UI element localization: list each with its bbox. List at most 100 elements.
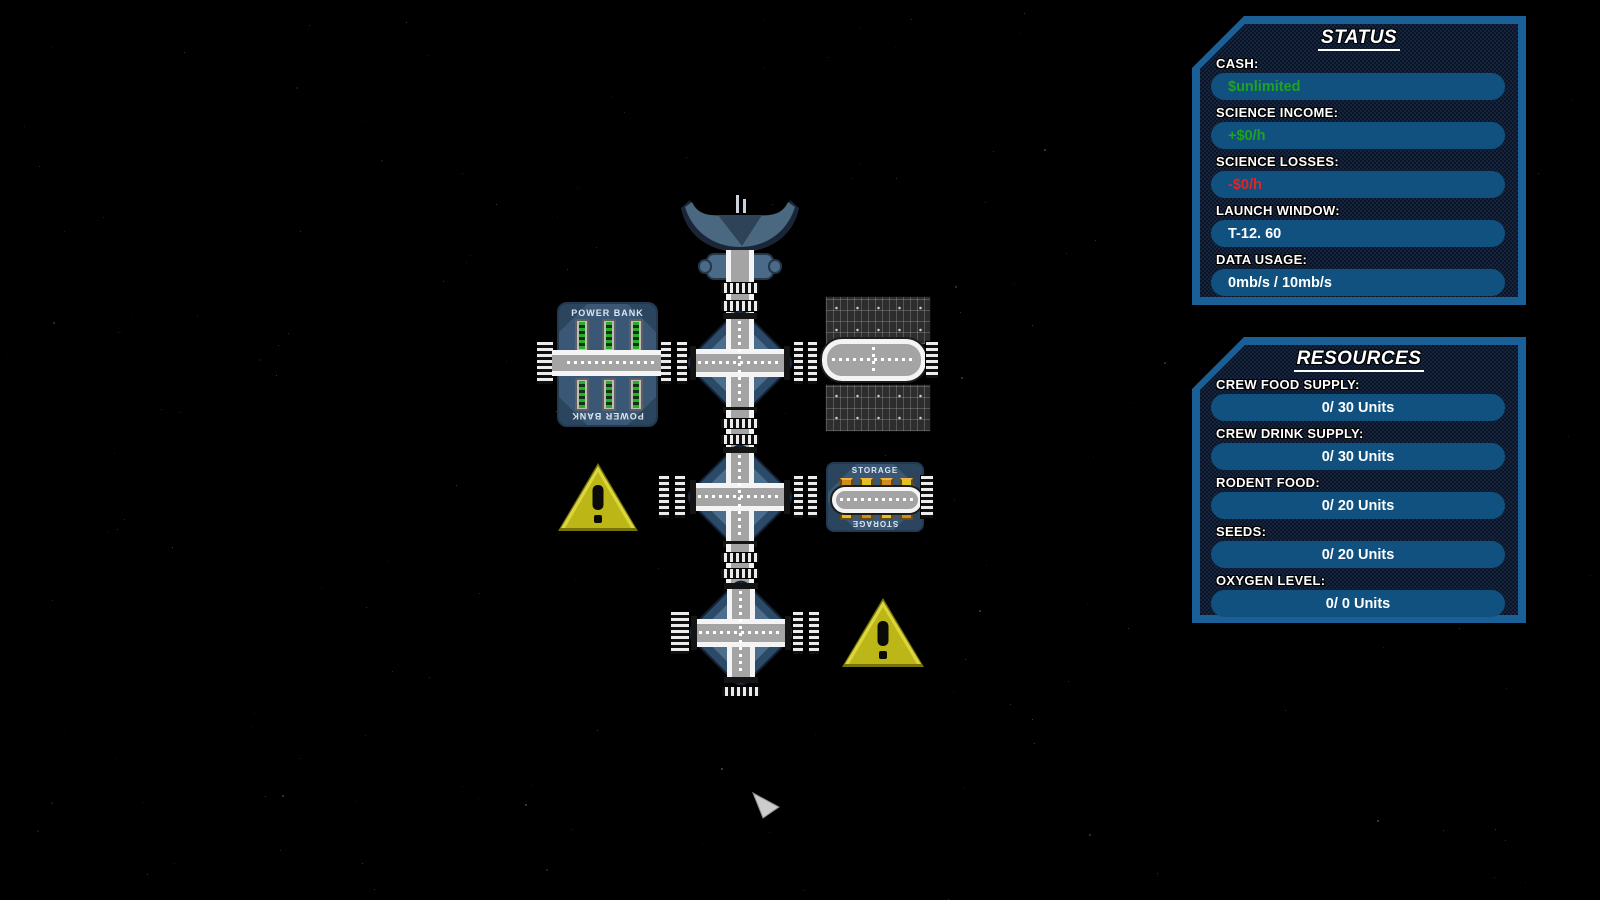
corridor-centerline xyxy=(567,361,655,364)
resource-value-0: 0/ 30 Units xyxy=(1211,394,1505,421)
field-label: SEEDS: xyxy=(1216,524,1267,539)
docking-connector xyxy=(660,341,672,385)
docking-connector xyxy=(658,475,670,519)
docking-connector xyxy=(720,282,760,294)
docking-connector xyxy=(793,475,804,519)
status-field-data-usage: DATA USAGE: 0mb/s / 10mb/s xyxy=(1200,252,1518,296)
solar-panel-bottom xyxy=(825,384,931,432)
docking-connector xyxy=(720,552,760,563)
docking-connector xyxy=(720,434,760,445)
field-label: DATA USAGE: xyxy=(1216,252,1308,267)
docking-connector xyxy=(792,611,804,655)
storage-label: STORAGE xyxy=(851,466,899,475)
docking-connector xyxy=(676,341,688,385)
docking-cap xyxy=(724,583,758,589)
field-label: CASH: xyxy=(1216,56,1259,71)
status-panel: STATUS CASH: $unlimited SCIENCE INCOME: … xyxy=(1192,16,1526,305)
docking-connector xyxy=(807,475,818,519)
storage-label-mirrored: STORAGE xyxy=(851,519,899,528)
junction-module-2[interactable] xyxy=(686,443,794,551)
docking-cap xyxy=(690,480,696,514)
docking-connector xyxy=(674,475,686,519)
docking-connector xyxy=(807,341,818,385)
solar-panel-top xyxy=(825,296,931,345)
storage-module[interactable]: STORAGE STORAGE xyxy=(826,462,924,532)
junction-module-3[interactable] xyxy=(687,579,795,687)
docking-cap xyxy=(785,616,791,650)
status-field-science-income: SCIENCE INCOME: +$0/h xyxy=(1200,105,1518,149)
docking-connector xyxy=(920,475,934,519)
battery-cell xyxy=(575,378,589,411)
resources-panel-title: RESOURCES xyxy=(1200,348,1518,372)
docking-cap xyxy=(724,677,758,683)
docking-connector xyxy=(670,611,690,655)
field-label: CREW DRINK SUPPLY: xyxy=(1216,426,1364,441)
resource-field-oxygen: OXYGEN LEVEL: 0/ 0 Units xyxy=(1200,573,1518,617)
docking-connector xyxy=(793,341,804,385)
field-label: SCIENCE INCOME: xyxy=(1216,105,1339,120)
field-label: CREW FOOD SUPPLY: xyxy=(1216,377,1360,392)
resource-value-1: 0/ 30 Units xyxy=(1211,443,1505,470)
docking-connector xyxy=(720,568,760,579)
status-value-1: +$0/h xyxy=(1211,122,1505,149)
mouse-cursor xyxy=(752,791,782,820)
panel-background xyxy=(1200,345,1518,615)
docking-cap xyxy=(784,346,790,380)
status-field-science-losses: SCIENCE LOSSES: -$0/h xyxy=(1200,154,1518,198)
warning-icon[interactable] xyxy=(558,463,638,531)
field-label: OXYGEN LEVEL: xyxy=(1216,573,1326,588)
docking-connector xyxy=(808,611,820,655)
status-value-4: 0mb/s / 10mb/s xyxy=(1211,269,1505,296)
corridor-centerline xyxy=(698,495,782,498)
resource-value-4: 0/ 0 Units xyxy=(1211,590,1505,617)
dish-adapter-tab-left xyxy=(698,259,712,274)
resource-value-2: 0/ 20 Units xyxy=(1211,492,1505,519)
power-bank-label: POWER BANK xyxy=(571,308,644,318)
status-panel-title: STATUS xyxy=(1200,27,1518,51)
resource-field-seeds: SEEDS: 0/ 20 Units xyxy=(1200,524,1518,568)
status-value-3: T-12. 60 xyxy=(1211,220,1505,247)
corridor-segment xyxy=(552,350,562,376)
docking-cap xyxy=(723,313,757,319)
docking-connector xyxy=(720,300,760,312)
panel-background xyxy=(1200,24,1518,297)
field-label: SCIENCE LOSSES: xyxy=(1216,154,1339,169)
docking-cap xyxy=(784,480,790,514)
docking-cap xyxy=(723,447,757,453)
battery-cell xyxy=(629,378,643,411)
docking-connector xyxy=(721,686,761,697)
resources-panel: RESOURCES CREW FOOD SUPPLY: 0/ 30 Units … xyxy=(1192,337,1526,623)
corridor-centerline xyxy=(698,361,782,364)
battery-cell xyxy=(602,378,616,411)
warning-icon[interactable] xyxy=(842,598,924,667)
resource-field-crew-drink: CREW DRINK SUPPLY: 0/ 30 Units xyxy=(1200,426,1518,470)
junction-module-1[interactable] xyxy=(686,309,794,417)
battery-cell xyxy=(575,319,589,352)
field-label: LAUNCH WINDOW: xyxy=(1216,203,1340,218)
corridor-centerline xyxy=(872,347,875,373)
status-field-launch-window: LAUNCH WINDOW: T-12. 60 xyxy=(1200,203,1518,247)
exclamation-dot xyxy=(594,515,602,523)
status-field-cash: CASH: $unlimited xyxy=(1200,56,1518,100)
corridor-segment xyxy=(726,544,754,586)
exclamation-mark xyxy=(592,485,604,510)
resource-field-crew-food: CREW FOOD SUPPLY: 0/ 30 Units xyxy=(1200,377,1518,421)
docking-cap xyxy=(690,346,696,380)
corridor-centerline xyxy=(699,631,783,634)
dish-adapter-tab-right xyxy=(768,259,782,274)
docking-connector xyxy=(925,341,939,379)
battery-cell xyxy=(629,319,643,352)
satellite-dish[interactable] xyxy=(678,194,802,256)
exclamation-mark xyxy=(877,621,889,646)
battery-cell xyxy=(602,319,616,352)
docking-connector xyxy=(720,418,760,429)
status-value-2: -$0/h xyxy=(1211,171,1505,198)
resource-field-rodent-food: RODENT FOOD: 0/ 20 Units xyxy=(1200,475,1518,519)
resource-value-3: 0/ 20 Units xyxy=(1211,541,1505,568)
exclamation-dot xyxy=(879,651,887,659)
corridor-centerline xyxy=(840,498,914,501)
solar-array-module[interactable] xyxy=(820,294,944,432)
docking-cap xyxy=(691,616,697,650)
status-value-0: $unlimited xyxy=(1211,73,1505,100)
